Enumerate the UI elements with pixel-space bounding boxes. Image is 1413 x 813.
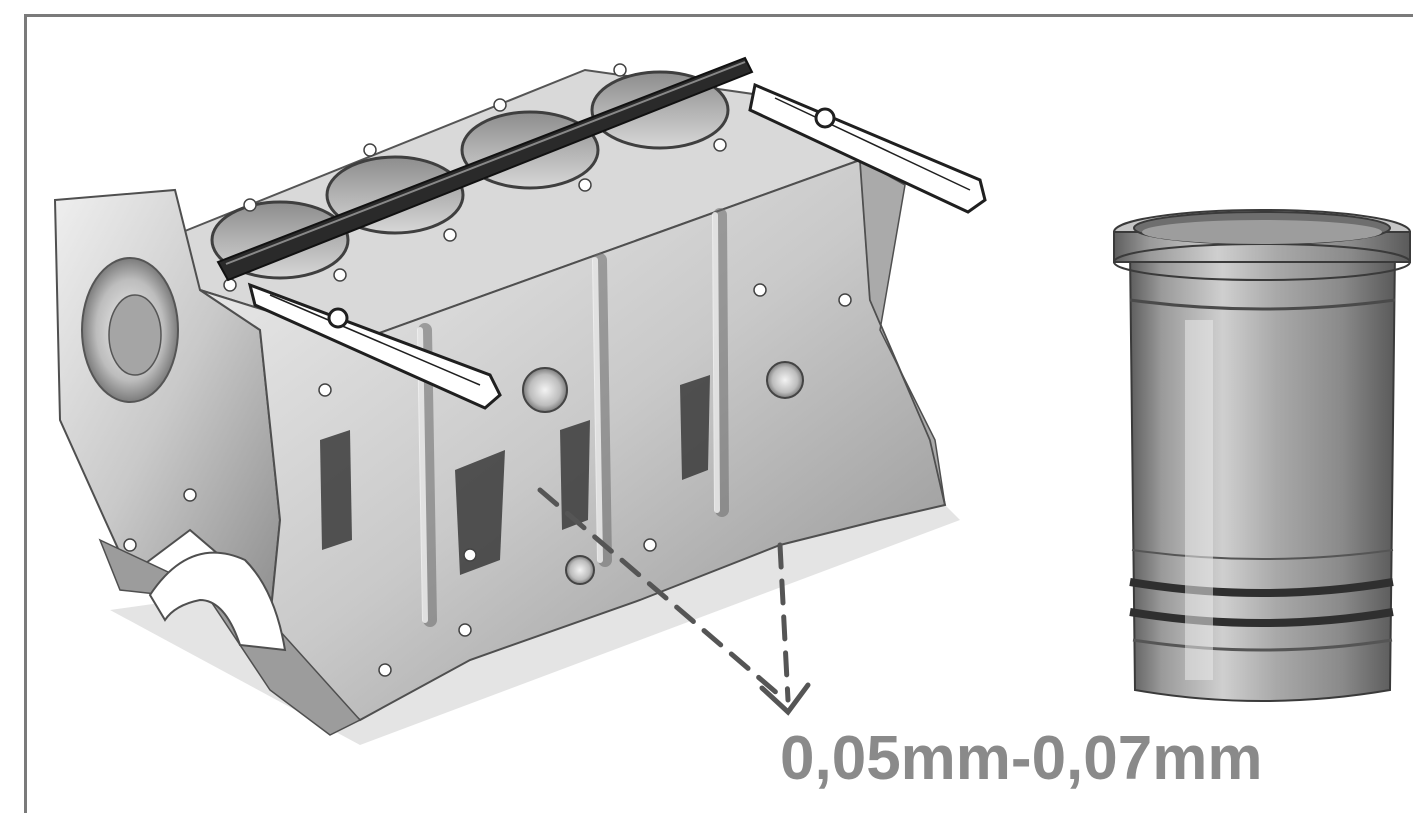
feeler-gauge-tool [247,82,987,410]
cylinder-liner-illustration [1113,209,1411,702]
straightedge-tool [216,56,754,282]
frame-top-border [24,14,1413,17]
clearance-measurement-label: 0,05mm-0,07mm [780,724,1263,793]
frame-left-border [24,14,27,813]
dashed-pointer-arrow [537,487,811,716]
